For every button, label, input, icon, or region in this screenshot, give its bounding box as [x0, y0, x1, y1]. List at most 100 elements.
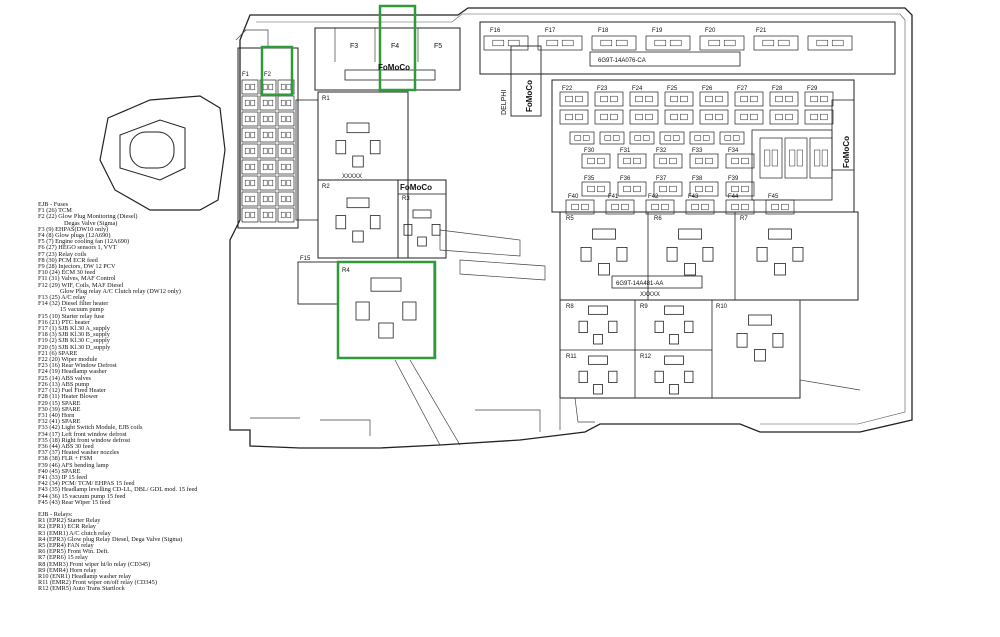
legend-line: F37 (37) Heated washer nozzles: [38, 449, 120, 457]
fuse-terminal: [262, 83, 268, 91]
fuse-label-f34: F34: [728, 148, 739, 154]
fuse-label-f26: F26: [702, 86, 713, 92]
legend-line: F31 (40) Horn: [38, 411, 75, 419]
fuse-label-f29: F29: [807, 86, 818, 92]
fuse-terminal: [262, 131, 268, 139]
fuse-label-f39: F39: [728, 176, 739, 182]
fuse-terminal: [764, 149, 771, 167]
fuse-label-f41: F41: [608, 194, 619, 200]
fuse-terminal: [268, 115, 274, 123]
relay-pin: [669, 384, 679, 395]
fuse-terminal: [581, 203, 589, 211]
legend-line: F8 (30) PCM ECR feed: [38, 256, 98, 264]
fuse-terminal: [694, 135, 702, 141]
fuse-slot: [685, 199, 715, 215]
fuse-strip-top: [479, 21, 896, 75]
fuse-slot: [689, 131, 715, 145]
relay-pin: [431, 223, 441, 236]
fuse-terminal: [244, 195, 250, 203]
relay-label-r9: R9: [640, 304, 648, 310]
fuse-slot: [653, 153, 683, 169]
fuse-terminal: [546, 39, 559, 47]
fuse-slot: [581, 181, 611, 197]
fuse-terminal: [600, 95, 608, 103]
fuse-terminal: [775, 113, 783, 121]
legend-line: F24 (19) Headlamp washer: [38, 368, 107, 376]
legend-line: F5 (7) Engine cooling fan (12A690): [38, 238, 130, 246]
fuse-terminal: [280, 83, 286, 91]
relay-pin: [664, 305, 684, 315]
fuse-label-f27: F27: [737, 86, 748, 92]
legend-line: F13 (25) A/C relay: [38, 294, 86, 302]
fuse-terminal: [796, 149, 803, 167]
relay-pin: [346, 122, 370, 134]
fuse-slot: [277, 191, 295, 207]
fuse-terminal: [268, 179, 274, 187]
relay-pin: [684, 320, 694, 334]
fuse-slot: [629, 91, 659, 107]
fuse-terminal: [701, 203, 709, 211]
fuse-label-f5: F5: [434, 43, 442, 50]
fuse-terminal: [600, 39, 613, 47]
legend-line: F25 (14) ABS valves: [38, 374, 92, 382]
legend-line: F23 (16) Rear Window Defrost: [38, 362, 117, 370]
fuse-terminal: [250, 83, 256, 91]
fuse-slot: [765, 199, 795, 215]
fuse-terminal: [708, 39, 721, 47]
fuse-terminal: [597, 157, 605, 165]
part-number-mid: 6G9T-14A481-AA: [616, 281, 663, 287]
relay-pin: [792, 246, 804, 262]
relay-label-r7: R7: [740, 216, 748, 222]
fuse-terminal: [587, 185, 595, 193]
legend-line: F19 (2) SJB Kl.30 C_supply: [38, 337, 110, 345]
fuse-slot: [241, 159, 259, 175]
relay-pin: [772, 332, 784, 348]
fuse-slot: [559, 91, 589, 107]
fuse-slot: [241, 175, 259, 191]
fuse-slot: [734, 91, 764, 107]
fuse-terminal: [705, 157, 713, 165]
legend-line: R11 (EMR2) Front wiper on/off relay (CD3…: [38, 579, 157, 587]
fuse-terminal: [561, 39, 574, 47]
legend-line: EJB - Relays:: [38, 510, 73, 518]
relay-pin: [417, 236, 427, 247]
legend-line: R7 (EPR6) 15 relay: [38, 554, 88, 562]
relay-label-r2: R2: [322, 184, 330, 190]
fuse-terminal: [610, 113, 618, 121]
fuse-terminal: [262, 211, 268, 219]
fuse-terminal: [731, 185, 739, 193]
fuse-label-f38: F38: [692, 176, 703, 182]
legend-line: EJB - Fuses: [38, 201, 69, 208]
fuse-label-f44: F44: [728, 194, 739, 200]
fuse-slot: [605, 199, 635, 215]
relay-pin: [654, 370, 664, 384]
fuse-terminal: [670, 113, 678, 121]
fuse-label-f20: F20: [705, 28, 716, 34]
fuse-terminal: [642, 135, 650, 141]
highlight-f2: [260, 45, 294, 97]
fuse-terminal: [611, 203, 619, 211]
fuse-terminal: [724, 135, 732, 141]
fuse-label-f17: F17: [545, 28, 556, 34]
fuse-terminal: [574, 135, 582, 141]
fuse-terminal: [582, 135, 590, 141]
relay-pin: [702, 246, 714, 262]
fuse-label-f18: F18: [598, 28, 609, 34]
legend-line: F17 (1) SJB Kl.30 A_supply: [38, 325, 110, 333]
fuse-terminal: [587, 157, 595, 165]
fuse-terminal: [286, 179, 292, 187]
legend-line: F35 (18) Right front window defrost: [38, 436, 131, 444]
legend-line: F39 (46) AFS bending lamp: [38, 461, 109, 469]
fuse-terminal: [262, 163, 268, 171]
fuse-terminal: [741, 203, 749, 211]
fuse-label-f21: F21: [756, 28, 767, 34]
legend-line: F28 (11) Heater Blower: [38, 393, 99, 401]
fuse-slot: [565, 199, 595, 215]
fuse-slot: [699, 109, 729, 125]
legend-line: F12 (29) WIF, Coils, MAF Diesel: [38, 281, 124, 289]
fuse-slot: [259, 191, 277, 207]
relay-block-r2: [317, 179, 409, 259]
fuse-slot: [804, 109, 834, 125]
fuse-label-f43: F43: [688, 194, 699, 200]
legend-line: F15 (10) Starter relay fuse: [38, 312, 105, 320]
